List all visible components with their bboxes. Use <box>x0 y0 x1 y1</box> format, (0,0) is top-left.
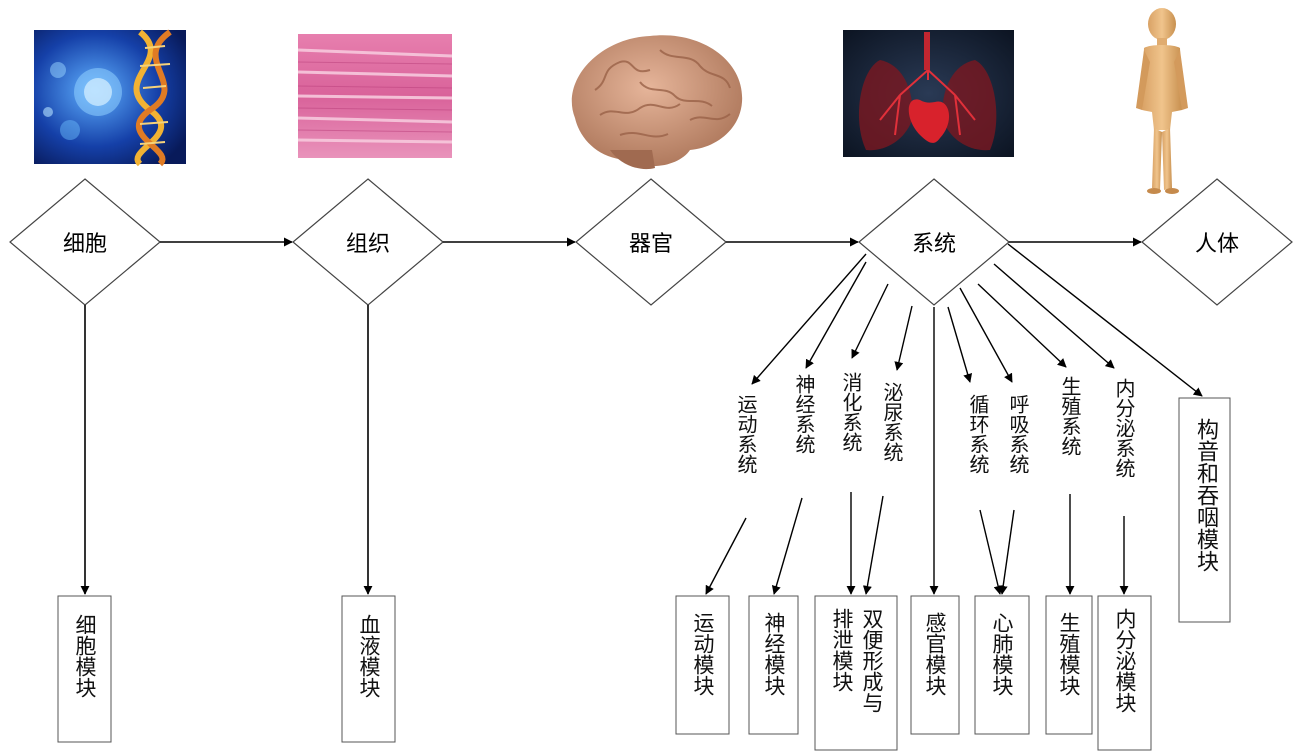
system-label-motor: 运动系统 <box>734 394 758 474</box>
module-label-endocrine: 内分泌模块 <box>1113 608 1137 713</box>
node-system-label: 系统 <box>912 232 956 257</box>
node-cell-label: 细胞 <box>63 232 107 257</box>
arrow-to-respiratory-system <box>959 287 1013 383</box>
module-label-sensory: 感官模块 <box>923 612 947 696</box>
node-system: 系统 <box>858 178 1010 306</box>
module-box-reproductive <box>1045 595 1093 735</box>
module-box-nervous <box>748 595 799 735</box>
cell-dna-image <box>34 29 186 167</box>
arrow-to-urinary-system <box>894 305 913 371</box>
node-tissue-label: 组织 <box>346 232 390 257</box>
node-human-body-label: 人体 <box>1195 232 1239 257</box>
module-label-motor: 运动模块 <box>691 612 715 696</box>
arrow-urinary-to-module <box>862 495 884 595</box>
module-box-endocrine <box>1097 595 1152 751</box>
module-arrows <box>705 492 1129 595</box>
brain-image <box>571 35 743 170</box>
arrow-to-articulation-module <box>1007 243 1203 397</box>
module-label-reproductive: 生殖模块 <box>1057 612 1081 696</box>
node-organ-label: 器官 <box>629 232 673 257</box>
node-cell: 细胞 <box>9 178 161 306</box>
arrow-respiratory-to-module <box>998 509 1015 595</box>
module-label-excretion-line1: 双便形成与 <box>860 608 884 713</box>
arrow-to-nervous-system <box>805 261 867 369</box>
node-organ: 器官 <box>575 178 727 306</box>
arrow-to-motor-system <box>751 253 867 385</box>
human-figure-image <box>1136 8 1188 194</box>
module-box-excretion <box>814 595 898 751</box>
module-box-sensory <box>910 595 960 735</box>
arrow-to-digestive-system <box>851 283 889 359</box>
heart-lungs-image <box>843 30 1014 157</box>
module-box-motor <box>675 595 730 735</box>
module-box-blood <box>341 595 396 743</box>
module-label-excretion-line2: 排泄模块 <box>830 608 854 692</box>
module-label-cell: 细胞模块 <box>73 614 97 698</box>
module-box-articulation <box>1178 397 1231 623</box>
module-label-articulation: 构音和吞咽模块 <box>1193 418 1218 572</box>
module-box-cell <box>57 595 112 743</box>
system-branch-arrows <box>751 243 1203 595</box>
muscle-tissue-image <box>297 34 453 158</box>
arrow-to-circulatory-system <box>947 306 973 383</box>
node-tissue: 组织 <box>292 178 444 306</box>
system-label-nervous: 神经系统 <box>792 374 816 454</box>
system-label-digestive: 消化系统 <box>839 372 863 452</box>
module-boxes <box>57 397 1231 751</box>
arrow-circulatory-to-module <box>979 509 1003 595</box>
arrow-to-reproductive-system <box>977 283 1067 368</box>
module-label-nervous: 神经模块 <box>762 612 786 696</box>
module-box-heart-lung <box>974 595 1030 735</box>
arrow-to-endocrine-system <box>993 263 1115 369</box>
system-label-reproductive: 生殖系统 <box>1058 376 1082 456</box>
system-label-endocrine: 内分泌系统 <box>1112 378 1136 478</box>
node-human-body: 人体 <box>1141 178 1293 306</box>
module-label-blood: 血液模块 <box>357 614 381 698</box>
system-label-circulatory: 循环系统 <box>966 394 990 474</box>
arrow-nervous-to-module <box>771 497 803 595</box>
arrow-motor-to-module <box>705 517 747 595</box>
module-label-heart-lung: 心肺模块 <box>990 612 1014 696</box>
module-label-excretion: 双便形成与 排泄模块 <box>826 608 888 748</box>
system-label-urinary: 泌尿系统 <box>880 382 904 462</box>
system-label-respiratory: 呼吸系统 <box>1006 394 1030 474</box>
